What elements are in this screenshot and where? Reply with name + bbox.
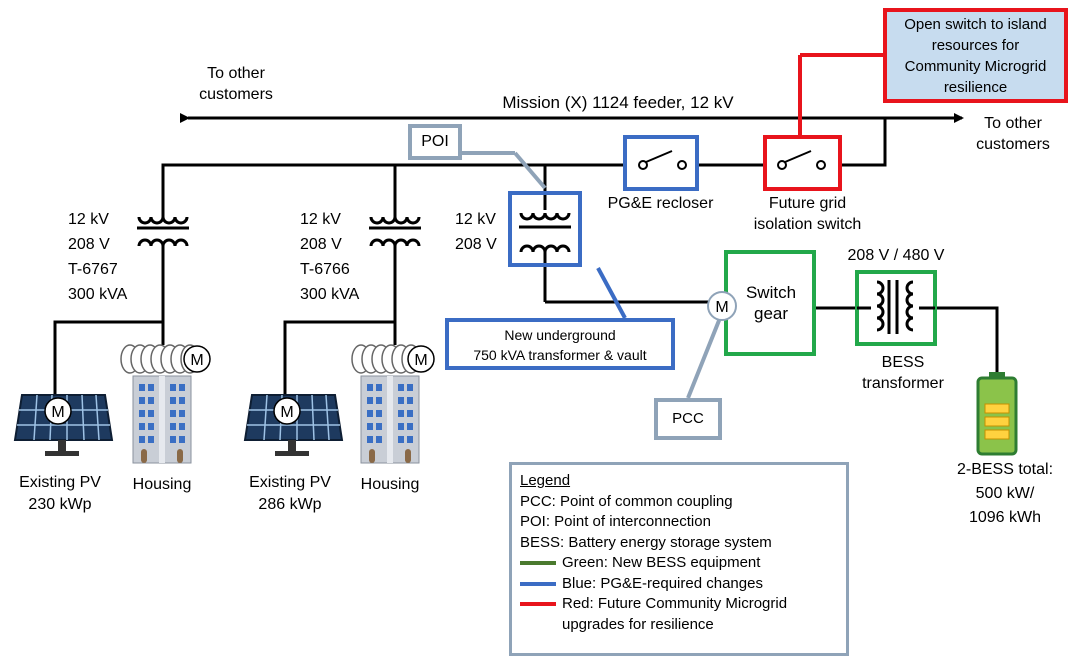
feeder-label: Mission (X) 1124 feeder, 12 kV (502, 93, 734, 112)
blue-swatch (520, 581, 556, 586)
housing-2-icon: M (351, 344, 435, 464)
legend-poi: POI: Point of interconnection (520, 513, 711, 530)
svg-text:M: M (280, 404, 293, 421)
pv-array-1-icon: M (13, 394, 114, 456)
new-transformer-callout: New underground 750 kVA transformer & va… (445, 318, 675, 370)
bess-total-label: 2-BESS total: 500 kW/ 1096 kWh (956, 461, 1054, 526)
red-swatch (520, 602, 556, 607)
t6766-label: 12 kV 208 V T-6766 300 kVA (300, 211, 360, 303)
svg-text:M: M (190, 352, 203, 369)
switchgear-label: Switch gear (745, 283, 797, 323)
pcc-meter-glyph: M (715, 299, 728, 316)
poi-pointer-2 (513, 151, 547, 190)
transformer-t6767-symbol (137, 198, 189, 322)
bess-xfmr-rating-label: 208 V / 480 V (847, 247, 945, 264)
bess-xfmr-label: BESS transformer (862, 354, 944, 392)
transformer-t6766-symbol (369, 165, 421, 322)
legend-title: Legend (520, 472, 571, 489)
housing2-label: Housing (360, 476, 420, 493)
legend-bess: BESS: Battery energy storage system (520, 533, 772, 551)
pv1-label: Existing PV 230 kWp (19, 474, 101, 513)
bess-xfmr-to-battery (935, 306, 999, 378)
housing-1-icon: M (120, 344, 211, 464)
new-transformer-highlight (508, 191, 582, 267)
legend-pcc: PCC: Point of common coupling (520, 492, 733, 510)
legend-red-row: Red: Future Community Microgrid (520, 594, 846, 615)
battery-icon (976, 372, 1018, 456)
island-note-text: Open switch to island resources for Comm… (904, 16, 1047, 96)
bus-t6767-secondary (53, 320, 165, 395)
recloser-switch-symbol (638, 150, 687, 170)
svg-text:M: M (51, 404, 64, 421)
island-note-box: Open switch to island resources for Comm… (883, 8, 1068, 103)
green-swatch (520, 561, 556, 566)
new-xfmr-voltage-label: 12 kV 208 V (455, 211, 497, 253)
poi-label: POI (421, 133, 449, 150)
bess-transformer-symbol (857, 280, 935, 334)
left-customers-label: To other customers (199, 65, 273, 103)
pv2-label: Existing PV 286 kWp (249, 474, 331, 513)
svg-text:M: M (414, 352, 427, 369)
isolation-switch-box (763, 135, 842, 191)
t6767-label: 12 kV 208 V T-6767 300 kVA (68, 211, 128, 303)
recloser-label: PG&E recloser (607, 195, 714, 212)
new-transformer-pointer (596, 267, 627, 319)
right-customers-label: To other customers (976, 115, 1050, 153)
poi-box (408, 124, 462, 160)
legend: Legend PCC: Point of common coupling POI… (509, 462, 849, 656)
pcc-meter-icon (707, 291, 737, 321)
isolation-switch-label: Future grid isolation switch (753, 195, 862, 233)
pcc-box: PCC (654, 398, 722, 440)
housing1-label: Housing (132, 476, 192, 493)
legend-blue-row: Blue: PG&E-required changes (520, 574, 846, 595)
bus-t6766-secondary (283, 320, 397, 395)
legend-red-continued: upgrades for resilience (562, 615, 714, 633)
pv-array-2-icon: M (243, 394, 344, 456)
legend-green-row: Green: New BESS equipment (520, 553, 846, 574)
isolation-switch-symbol (777, 150, 826, 170)
pcc-pointer (686, 317, 722, 399)
